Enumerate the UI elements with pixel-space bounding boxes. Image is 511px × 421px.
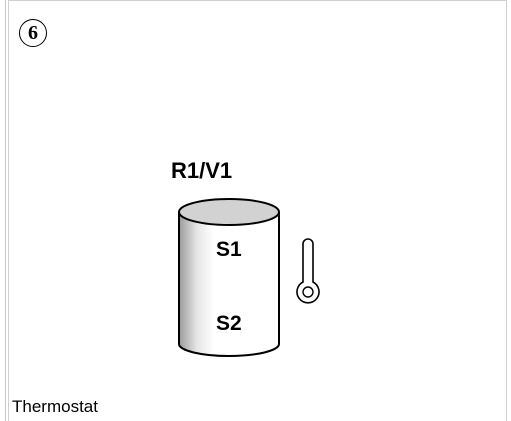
device-label: R1/V1 [171, 158, 233, 183]
sensor-label-bottom: S2 [216, 312, 242, 335]
diagram-panel [9, 0, 507, 421]
sensor-label-top: S1 [216, 238, 242, 261]
step-number-badge: 6 [19, 19, 47, 47]
frame-left-border [0, 0, 6, 421]
caption-label: Thermostat [12, 397, 98, 416]
frame-inner-divider [8, 0, 9, 421]
step-number: 6 [28, 21, 38, 44]
tank-cylinder-icon [178, 198, 280, 357]
thermometer-icon [296, 238, 320, 304]
